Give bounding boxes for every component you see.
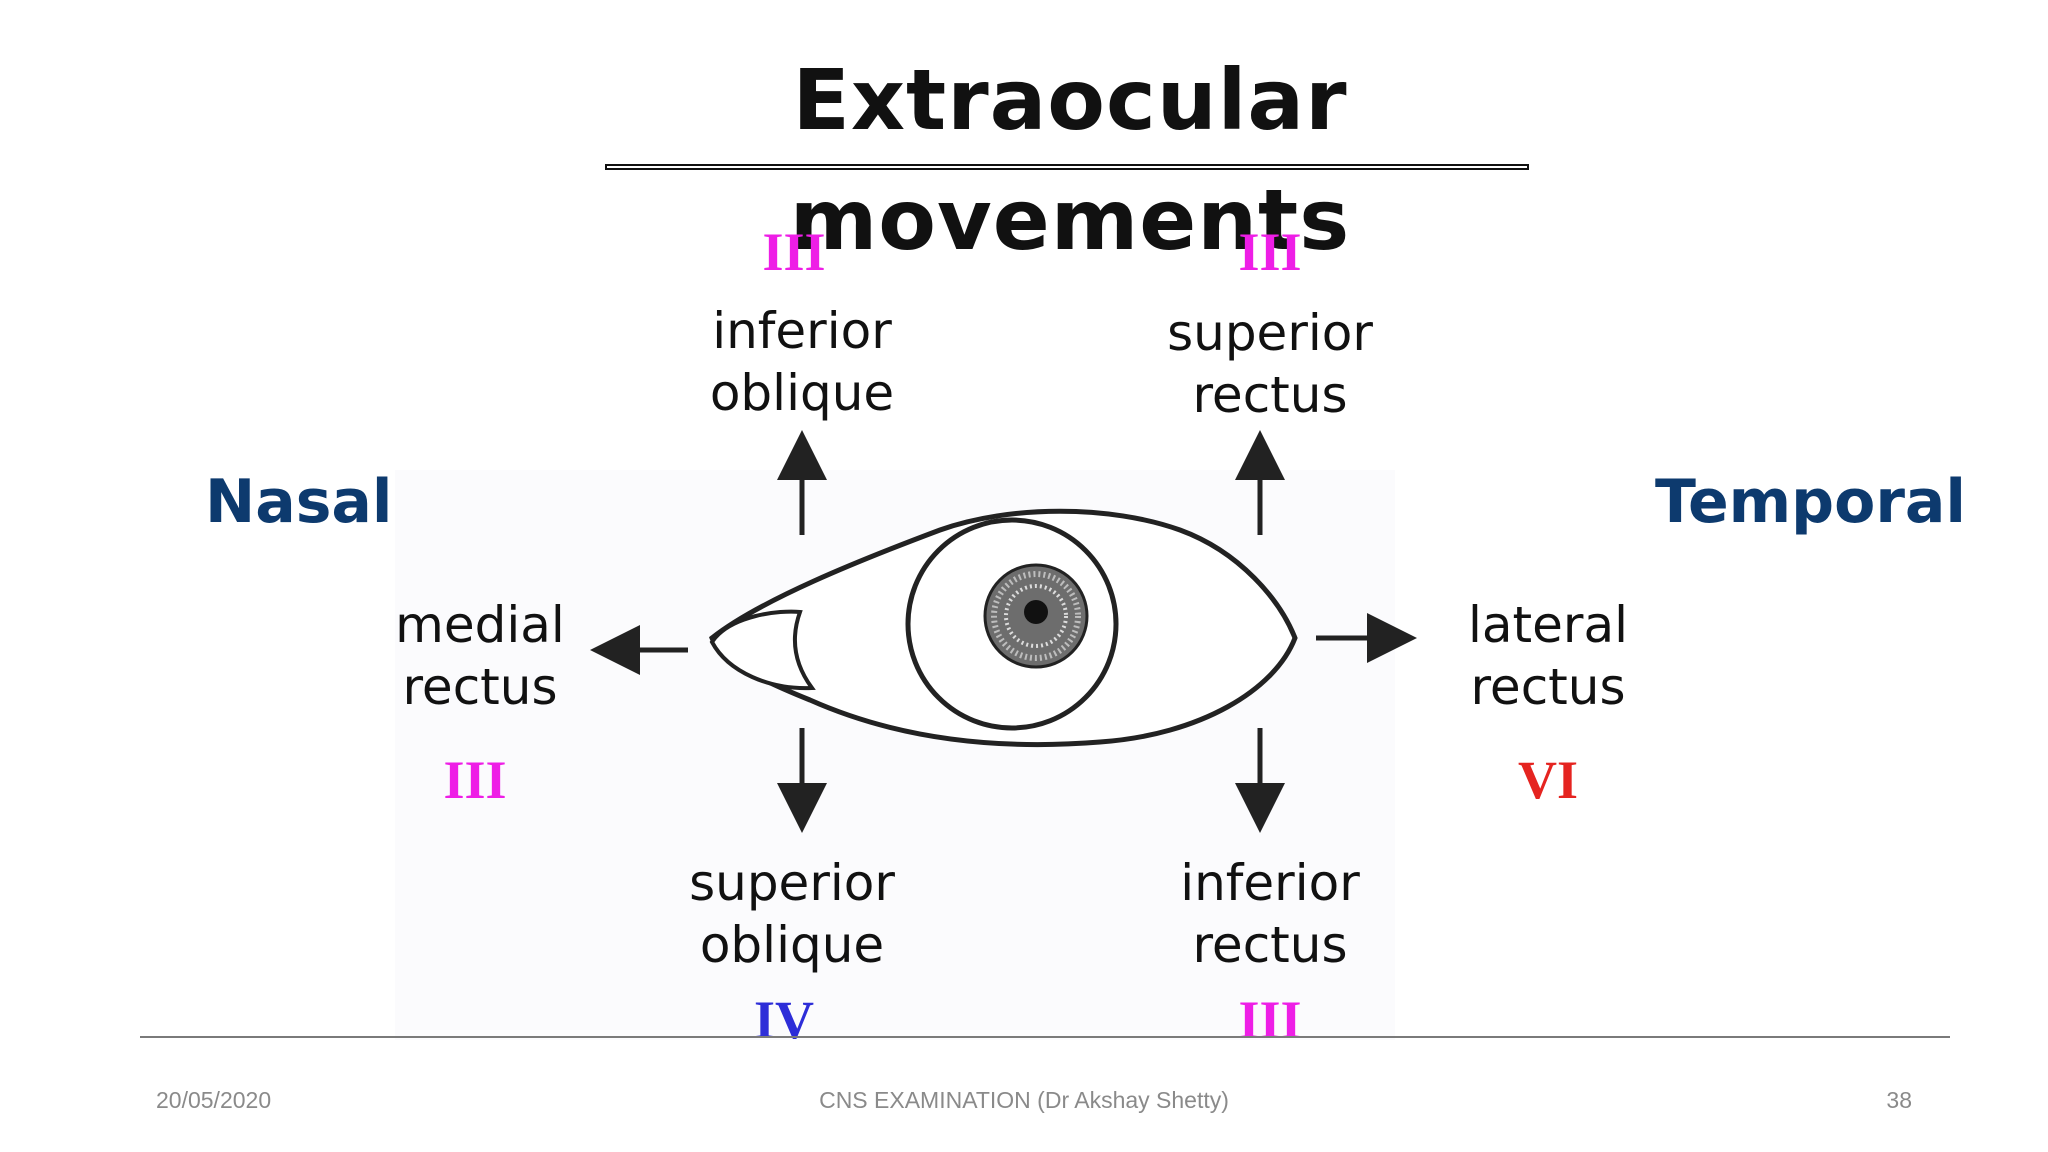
muscle-label-line: rectus [1470,658,1626,716]
page-number: 38 [1886,1087,1912,1113]
slide-title: Extraocular movements [789,51,1351,269]
muscle-label-inferior-oblique: inferior oblique [642,300,962,424]
muscle-label-line: medial [395,596,565,654]
muscle-label-medial-rectus: medial rectus [320,594,640,718]
nasal-label: Nasal [205,467,393,537]
muscle-label-line: inferior [712,302,892,360]
nerve-label-inferior-oblique: III [762,222,826,282]
nerve-label-superior-oblique: IV [753,990,814,1050]
footer-divider [140,1036,1950,1038]
footer-date: 20/05/2020 [156,1087,272,1113]
nerve-label-lateral-rectus: VI [1517,750,1578,810]
muscle-label-superior-rectus: superior rectus [1110,302,1430,426]
muscle-label-inferior-rectus: inferior rectus [1110,852,1430,976]
muscle-label-line: rectus [1192,916,1348,974]
nerve-label-inferior-rectus: III [1238,990,1302,1050]
eye-icon [709,508,1298,748]
muscle-label-line: superior [689,854,895,912]
footer-title: CNS EXAMINATION (Dr Akshay Shetty) [819,1087,1229,1113]
muscle-label-line: superior [1167,304,1373,362]
muscle-label-line: oblique [709,364,895,422]
muscle-label-line: lateral [1468,596,1628,654]
muscle-label-superior-oblique: superior oblique [632,852,952,976]
nerve-label-medial-rectus: III [443,750,507,810]
eye-pupil [1024,600,1048,624]
muscle-label-line: inferior [1180,854,1360,912]
temporal-label: Temporal [1655,467,1966,537]
nerve-label-superior-rectus: III [1238,222,1302,282]
muscle-label-lateral-rectus: lateral rectus [1388,594,1708,718]
eye-caruncle [709,609,816,691]
muscle-label-line: rectus [1192,366,1348,424]
muscle-label-line: oblique [699,916,885,974]
muscle-label-line: rectus [402,658,558,716]
title-underline [605,164,1529,170]
